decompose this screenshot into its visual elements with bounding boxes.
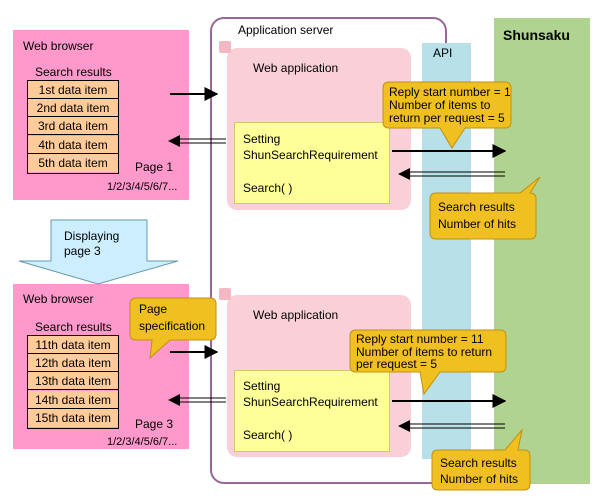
list-item[interactable]: 11th data item (28, 336, 118, 354)
list-item[interactable]: 2nd data item (28, 99, 118, 117)
bottom-page-number: Page 3 (135, 417, 174, 431)
displaying-text-line2: page 3 (64, 244, 101, 258)
bottom-setting-box (234, 370, 390, 452)
top-request-line3: return per request = 5 (389, 111, 505, 125)
bottom-page-links[interactable]: 1/2/3/4/5/6/7... (107, 436, 178, 448)
bottom-setting-label: Setting (243, 379, 281, 393)
bottom-results-list: 11th data item 12th data item 13th data … (27, 335, 119, 429)
bottom-search-results-label: Search results (35, 320, 112, 334)
bottom-search-call: Search( ) (243, 428, 293, 442)
top-search-call: Search( ) (243, 181, 293, 195)
top-shunsaku-response-arrow (398, 168, 505, 180)
top-request-line1: Reply start number = 1 (389, 85, 511, 99)
bottom-response-callout (431, 428, 531, 491)
top-shun-search-requirement: ShunSearchRequirement (243, 148, 378, 162)
bottom-request-line2: Number of items to return (356, 345, 493, 359)
shunsaku-label: Shunsaku (503, 27, 570, 43)
bottom-shun-search-requirement: ShunSearchRequirement (243, 395, 378, 409)
top-response-arrow (168, 135, 226, 147)
list-item[interactable]: 4th data item (28, 136, 118, 154)
bottom-web-application-tab (219, 288, 231, 300)
top-response-callout (429, 176, 541, 240)
list-item[interactable]: 15th data item (28, 409, 118, 427)
bottom-response-line2: Number of hits (440, 472, 519, 486)
top-response-line1: Search results (438, 200, 515, 214)
api-label: API (433, 46, 453, 60)
page-spec-line1: Page (139, 302, 168, 316)
page-spec-callout (129, 297, 217, 360)
list-item[interactable]: 3rd data item (28, 117, 118, 135)
top-setting-box (234, 122, 390, 204)
bottom-request-callout (349, 329, 507, 396)
top-results-list: 1st data item 2nd data item 3rd data ite… (27, 80, 119, 174)
list-item[interactable]: 12th data item (28, 354, 118, 372)
top-setting-label: Setting (243, 132, 281, 146)
list-item[interactable]: 1st data item (28, 81, 118, 99)
top-search-results-label: Search results (35, 65, 112, 79)
bottom-response-line1: Search results (440, 456, 517, 470)
page-spec-line2: specification (139, 319, 206, 333)
top-web-browser-title: Web browser (23, 39, 94, 53)
bottom-request-line3: per request = 5 (356, 357, 438, 371)
top-response-line2: Number of hits (438, 217, 517, 231)
bottom-web-browser-title: Web browser (23, 292, 94, 306)
bottom-request-line1: Reply start number = 11 (356, 332, 484, 346)
bottom-web-application-title: Web application (253, 308, 339, 322)
list-item[interactable]: 14th data item (28, 391, 118, 409)
list-item[interactable]: 5th data item (28, 154, 118, 172)
top-page-number: Page 1 (135, 160, 174, 174)
top-web-application-tab (219, 41, 231, 53)
displaying-page-arrow (18, 219, 179, 285)
top-request-callout (382, 81, 512, 149)
bottom-shunsaku-response-arrow (398, 420, 505, 432)
displaying-text-line1: Displaying (64, 229, 120, 243)
top-request-line2: Number of items to (389, 98, 491, 112)
top-page-links[interactable]: 1/2/3/4/5/6/7... (107, 181, 178, 193)
application-server-label: Application server (238, 23, 334, 37)
bottom-response-arrow (168, 394, 226, 406)
list-item[interactable]: 13th data item (28, 372, 118, 390)
top-web-application-title: Web application (253, 61, 339, 75)
